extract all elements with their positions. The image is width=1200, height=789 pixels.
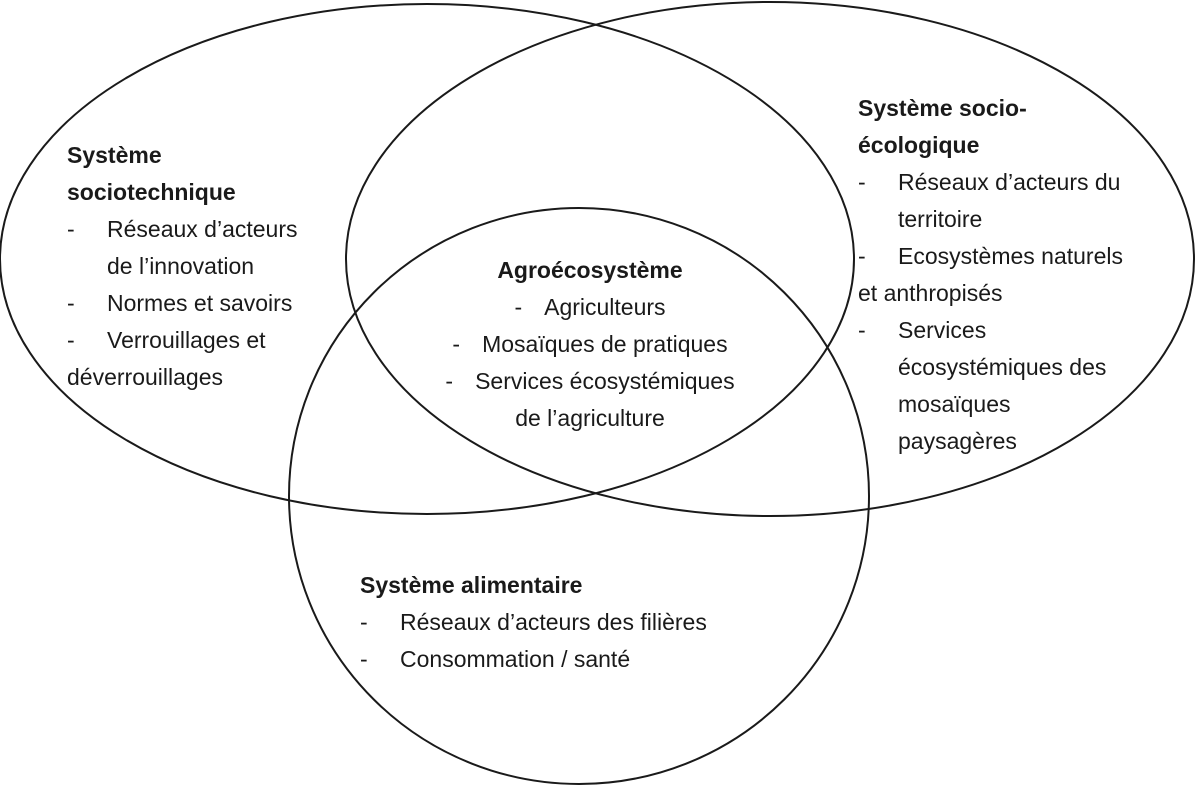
dash: - — [445, 368, 454, 394]
alimentaire-label: Système alimentaire -Réseaux d’acteurs d… — [360, 567, 800, 678]
dash: - — [858, 317, 866, 343]
dash: - — [514, 294, 523, 320]
sociotechnique-title-line1: Système — [67, 142, 162, 168]
list-item: -Mosaïques de pratiques — [452, 331, 728, 357]
dash: - — [360, 609, 368, 635]
dash: - — [858, 169, 866, 195]
alimentaire-title: Système alimentaire — [360, 572, 583, 598]
socio-ecologique-title-line1: Système socio- — [858, 95, 1027, 121]
list-item-continuation: déverrouillages — [67, 364, 223, 390]
list-item: -Normes et savoirs — [67, 285, 357, 322]
list-item: -Consommation / santé — [360, 641, 800, 678]
dash: - — [858, 243, 866, 269]
list-item: -Réseaux d’acteurs des filières — [360, 604, 800, 641]
list-item-continuation: et anthropisés — [858, 280, 1003, 306]
list-item: -Verrouillages et — [67, 322, 357, 359]
socio-ecologique-ellipse — [345, 1, 1195, 517]
agroecosysteme-list: -Agriculteurs -Mosaïques de pratiques -S… — [400, 289, 780, 437]
agroecosysteme-label: Agroécosystème -Agriculteurs -Mosaïques … — [400, 252, 780, 437]
list-item: -Ecosystèmes naturels — [858, 238, 1178, 275]
dash: - — [67, 216, 75, 242]
alimentaire-list: -Réseaux d’acteurs des filières -Consomm… — [360, 604, 800, 678]
sociotechnique-label: Système sociotechnique -Réseaux d’acteur… — [67, 137, 357, 396]
alimentaire-ellipse — [288, 207, 870, 785]
dash: - — [360, 646, 368, 672]
socio-ecologique-title-line2: écologique — [858, 132, 980, 158]
sociotechnique-title-line2: sociotechnique — [67, 179, 236, 205]
list-item: -Agriculteurs — [514, 294, 666, 320]
socio-ecologique-label: Système socio- écologique -Réseaux d’act… — [858, 90, 1178, 460]
dash: - — [67, 290, 75, 316]
agroecosysteme-title: Agroécosystème — [497, 257, 683, 283]
dash: - — [67, 327, 75, 353]
dash: - — [452, 331, 461, 357]
sociotechnique-ellipse — [0, 3, 855, 515]
